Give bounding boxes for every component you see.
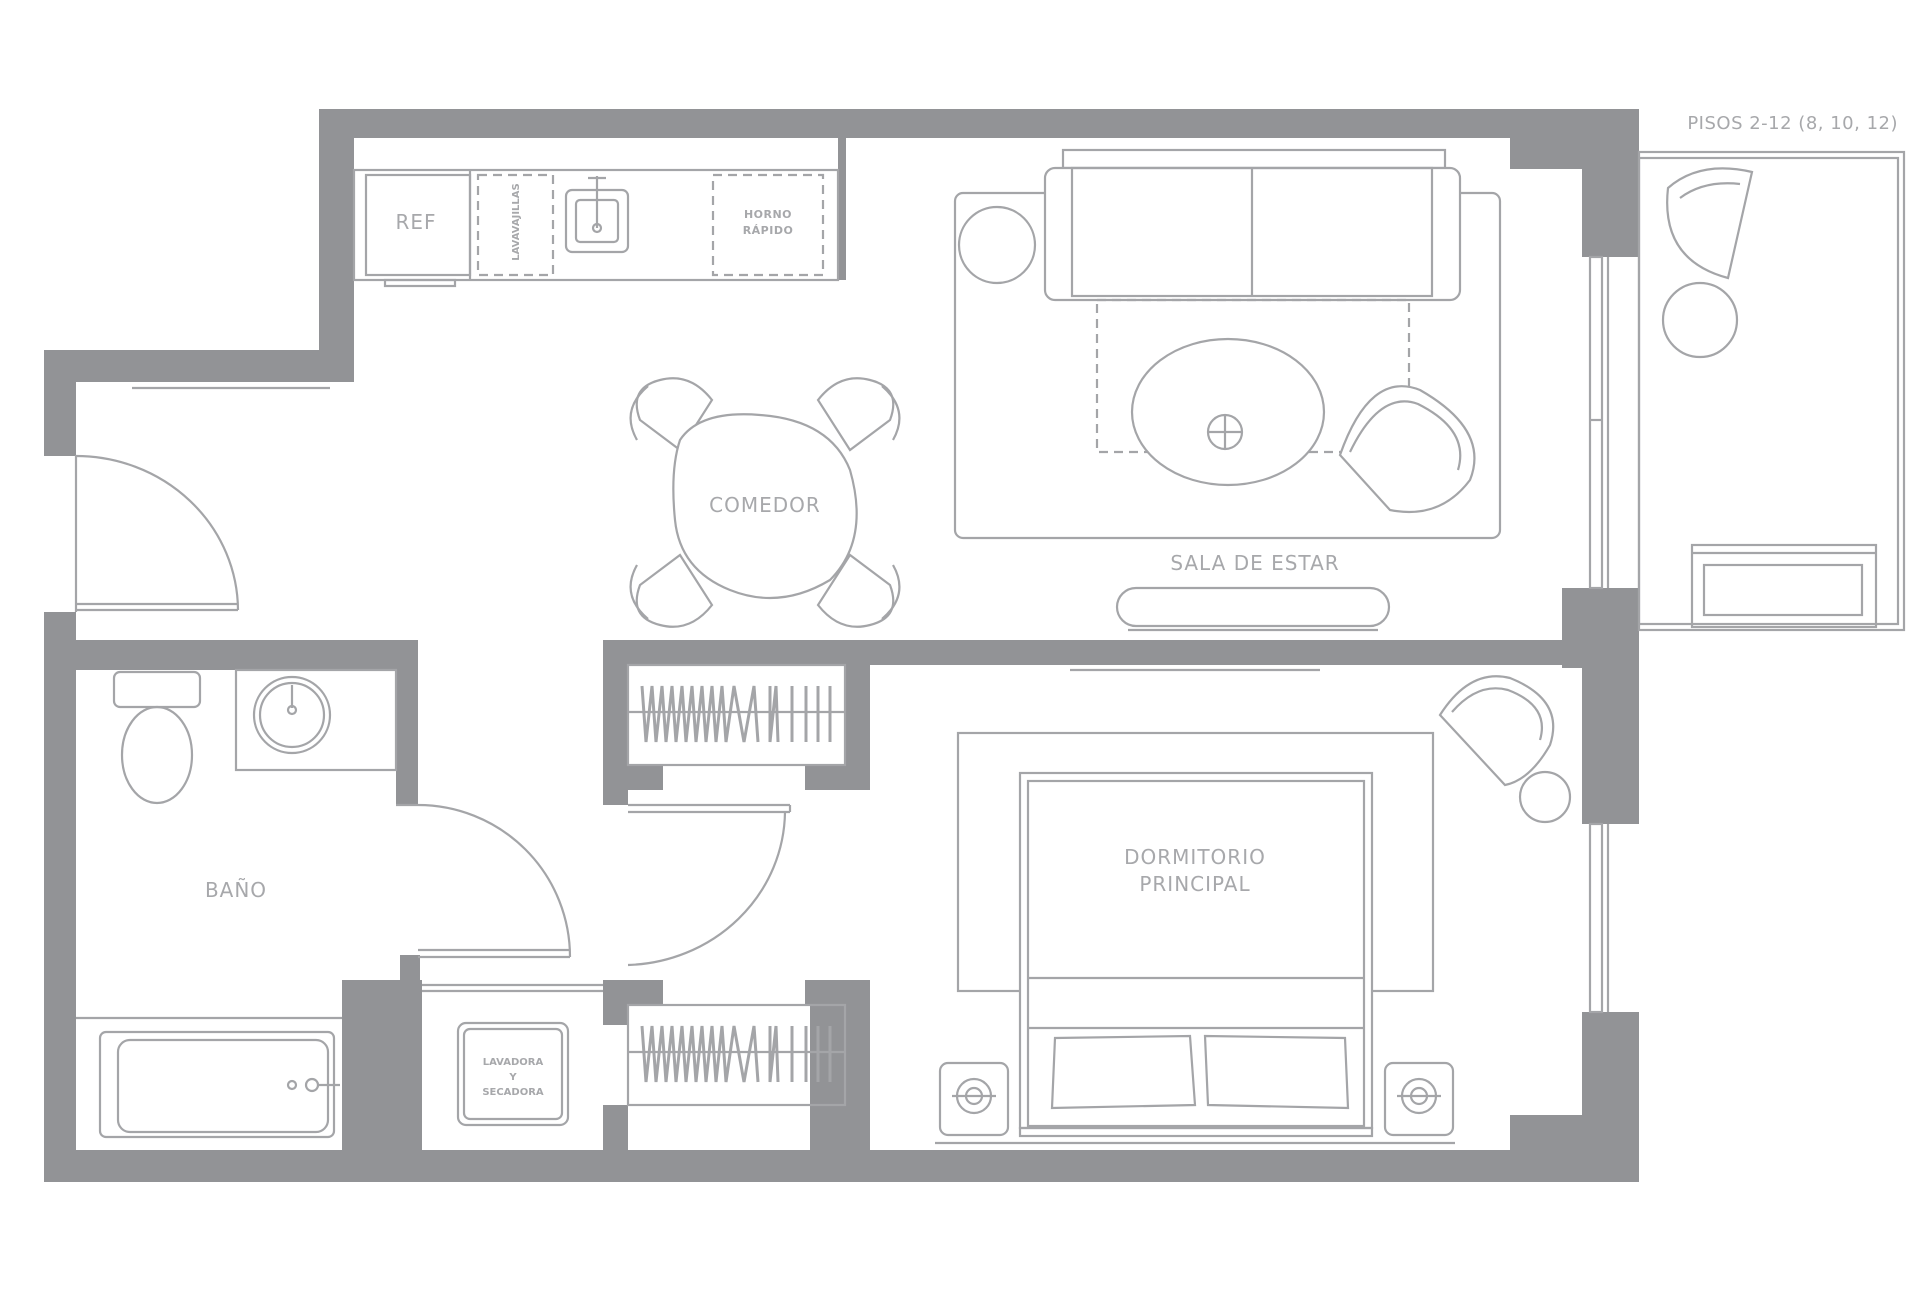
coffee-table [1130,337,1326,487]
walls [44,109,1639,1182]
closet-top [626,663,847,767]
laundry: LAVADORA Y SECADORA [422,983,603,1127]
dining-table [672,413,858,600]
floors-label: PISOS 2-12 (8, 10, 12) [1687,113,1898,134]
bedroom-label-2: PRINCIPAL [1139,872,1250,896]
windows [132,255,1610,1014]
bathroom: BAÑO [76,668,572,1139]
bathroom-label: BAÑO [205,878,267,902]
living-label: SALA DE ESTAR [1170,551,1339,575]
balcony-chair [1666,167,1754,280]
balcony-side-table [1661,281,1739,359]
bedroom-armchair [1438,675,1555,787]
dishwasher-label: LAVAVAJILLAS [511,183,522,260]
bedroom-door [627,803,792,967]
dining-chair [635,553,714,628]
toilet-icon [120,705,194,805]
dining-set: COMEDOR [629,377,901,628]
dishwasher [476,173,555,277]
bathroom-sink-icon [252,675,332,755]
balcony [1637,150,1906,632]
vanity [234,668,398,772]
dining-chair [816,553,895,628]
bathtub [98,1030,336,1139]
pillow [1050,1034,1197,1110]
bedroom-side-table [1518,770,1572,824]
balcony-bench [1690,543,1878,629]
side-table [957,205,1037,285]
washer-dryer [456,1021,570,1127]
pillow [1203,1034,1350,1110]
closet-bottom [626,1003,847,1107]
nightstand [938,1061,1010,1137]
kitchen: REF LAVAVAJILLAS HORNO RÁPIDO [352,168,840,288]
toilet-tank [112,670,202,709]
laundry-label-1: LAVADORA [483,1057,544,1068]
bedroom: DORMITORIO PRINCIPAL [935,675,1572,1145]
nightstand [1383,1061,1455,1137]
oven-label-1: HORNO [744,208,792,221]
console-bench [1115,586,1391,628]
bedroom-label-1: DORMITORIO [1124,845,1266,869]
laundry-label-2: Y [508,1072,517,1083]
tub-drain-icon [286,1079,298,1091]
sofa-back [1061,148,1447,170]
armchair [1338,385,1476,514]
fridge [364,173,472,277]
dining-chair [816,377,895,452]
living-room: SALA DE ESTAR [953,148,1502,632]
closets [626,663,847,1107]
dining-label: COMEDOR [709,493,821,517]
laundry-label-3: SECADORA [482,1087,544,1098]
oven-label-2: RÁPIDO [743,224,794,237]
fridge-label: REF [395,210,436,234]
dining-chair [635,377,714,452]
kitchen-counter [352,168,840,282]
entry-door [74,454,240,612]
